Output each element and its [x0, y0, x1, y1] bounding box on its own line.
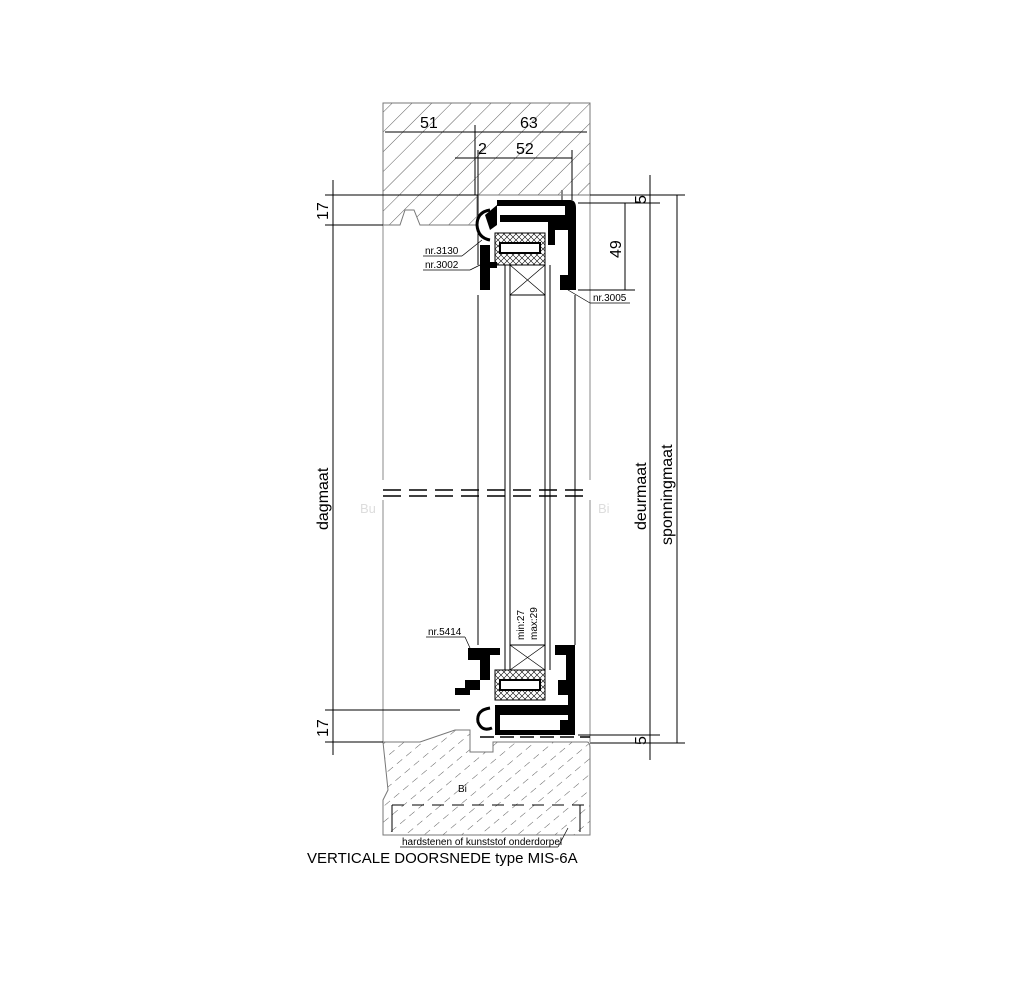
- callout-3002: nr.3002: [425, 260, 459, 271]
- right-dimensions: 5 49 5 deurmaat sponningmaat: [578, 175, 685, 760]
- glass-max: max:29: [529, 607, 540, 640]
- sill: Bi hardstenen of kunststof onderdorpel: [382, 729, 591, 848]
- left-dimensions: 17 17 dagmaat: [315, 180, 478, 755]
- dagmaat-label: dagmaat: [315, 467, 332, 530]
- watermark-left: Bu: [360, 501, 376, 516]
- top-lintel: [382, 102, 591, 226]
- glass-min: min:27: [516, 610, 527, 640]
- dim-49: 49: [608, 240, 625, 258]
- sill-mark: Bi: [458, 784, 467, 795]
- dim-17-top: 17: [315, 202, 332, 220]
- dim-5-bottom: 5: [633, 736, 650, 745]
- top-door-profile: [475, 190, 576, 296]
- frame-lines: [382, 195, 591, 742]
- watermark-right: Bi: [598, 501, 610, 516]
- dim-63: 63: [520, 115, 538, 132]
- dim-17-bottom: 17: [315, 719, 332, 737]
- callout-3130: nr.3130: [425, 246, 459, 257]
- callout-5414: nr.5414: [428, 627, 462, 638]
- dim-52: 52: [516, 141, 534, 158]
- drawing-caption: VERTICALE DOORSNEDE type MIS-6A: [307, 850, 578, 867]
- deurmaat-label: deurmaat: [633, 462, 650, 530]
- sill-label: hardstenen of kunststof onderdorpel: [402, 837, 562, 848]
- top-dimensions: 51 63 2 52: [385, 115, 587, 265]
- sponningmaat-label: sponningmaat: [659, 444, 676, 545]
- dim-2: 2: [478, 141, 487, 158]
- bottom-door-profile: [455, 644, 590, 738]
- callout-3005: nr.3005: [593, 293, 627, 304]
- dim-51: 51: [420, 115, 438, 132]
- part-callouts: nr.3130 nr.3002 nr.3005 nr.5414 min:27 m…: [423, 239, 630, 649]
- dim-5-top: 5: [633, 195, 650, 204]
